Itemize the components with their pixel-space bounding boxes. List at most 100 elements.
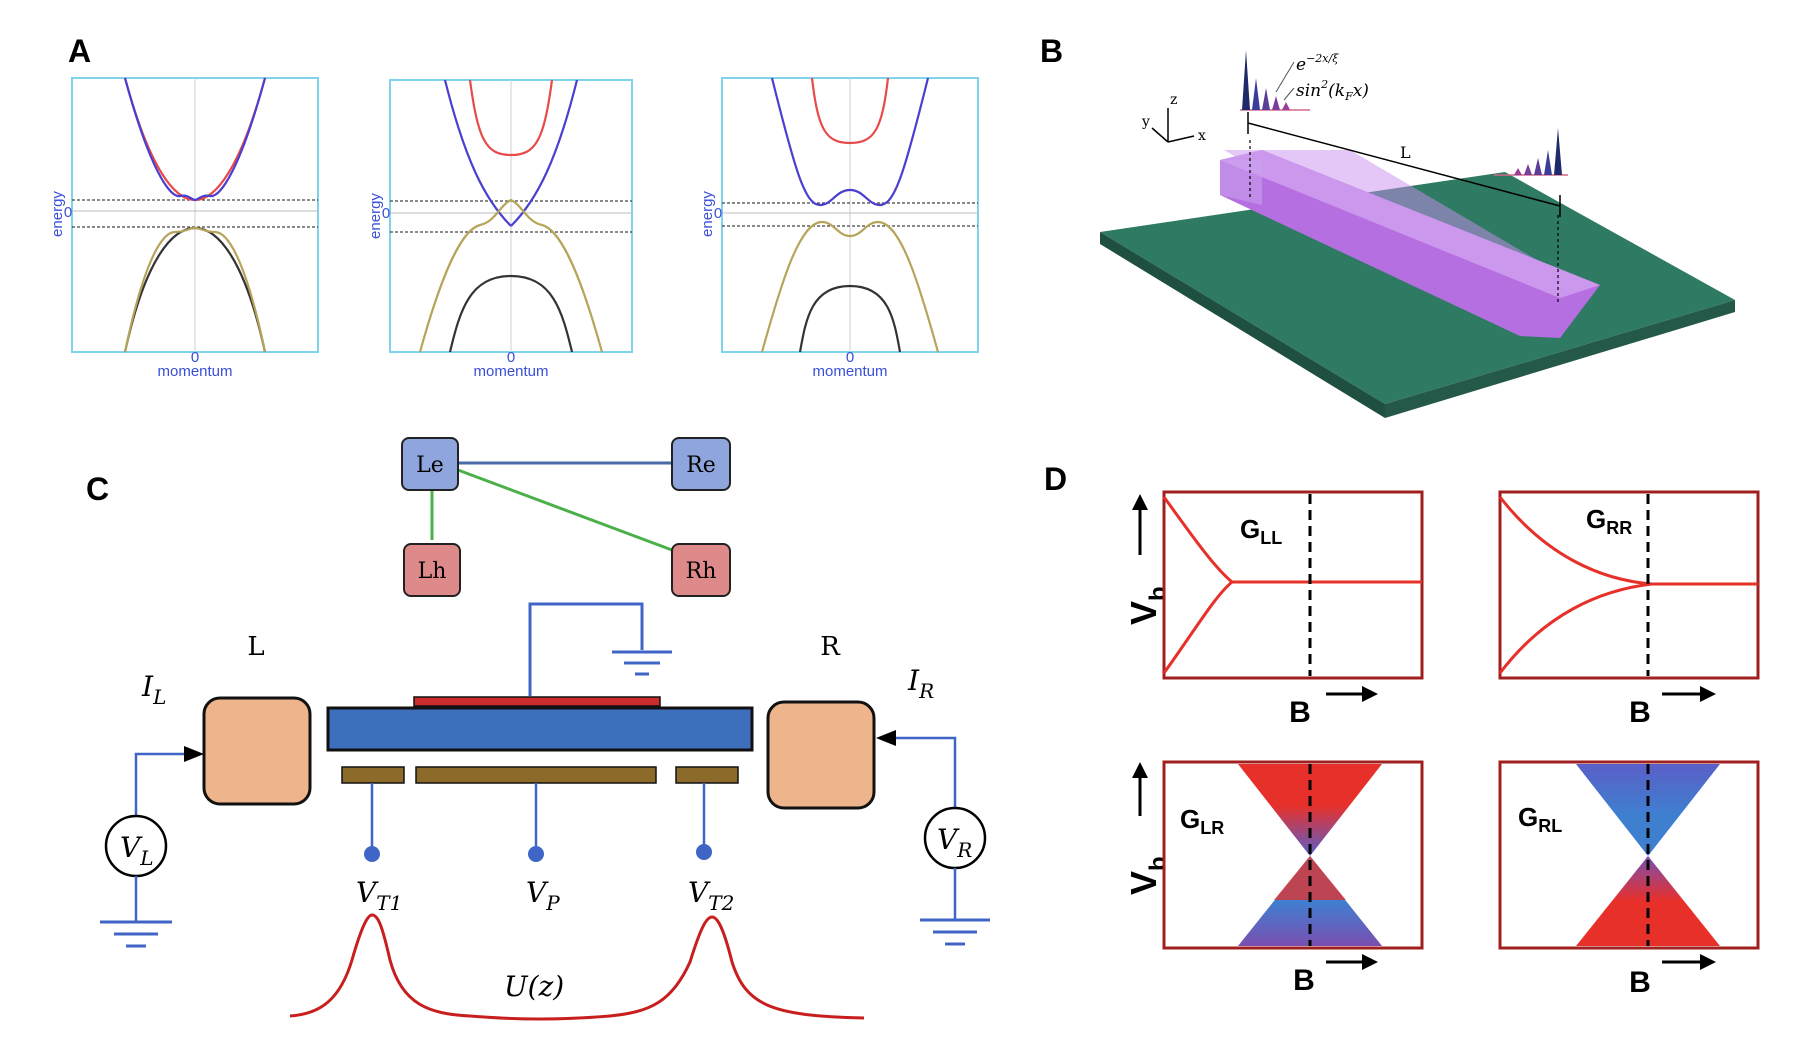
- panel-c-letter: C: [86, 471, 109, 507]
- coordinate-axes: [1151, 108, 1195, 143]
- gate-t2-label: VT2: [688, 876, 734, 915]
- superconducting-contact: [413, 696, 661, 707]
- lead-right-label: R: [820, 632, 841, 662]
- node-rh: [671, 543, 731, 597]
- b-arrow-head: [1362, 686, 1378, 702]
- substrate-side-right: [1385, 300, 1735, 418]
- upper-cone: [1238, 764, 1382, 856]
- b-axis-label: B: [1289, 696, 1311, 729]
- peak: [1534, 158, 1542, 175]
- energy-axis-label: energy: [699, 191, 716, 237]
- electron-band-red: [468, 79, 554, 157]
- peak: [1262, 88, 1270, 110]
- momentum-axis-label: momentum: [473, 363, 548, 380]
- node-lh-label: Lh: [418, 559, 447, 584]
- panel-d-letter: D: [1044, 461, 1067, 497]
- electron-band-red: [810, 77, 890, 145]
- gate-p-terminal: [528, 846, 544, 862]
- energy-zero-tick: 0: [714, 205, 722, 222]
- source-left-label: VL: [120, 831, 154, 870]
- plot-frame: [1162, 490, 1424, 680]
- gate-t2: [675, 766, 739, 784]
- hole-band-dark: [798, 284, 902, 353]
- edge-le-rh: [457, 468, 673, 552]
- conductance-gll: GLL B: [1162, 490, 1424, 729]
- conductance-glr: GLR B: [1162, 760, 1424, 997]
- momentum-zero-tick: 0: [507, 349, 515, 366]
- zbp-curve-upper: [1498, 496, 1758, 586]
- hole-band-dark: [448, 274, 574, 353]
- node-le-label: Le: [416, 453, 444, 478]
- glr-label: GLR: [1180, 804, 1224, 838]
- b-axis-label: B: [1629, 696, 1651, 729]
- hole-band-gold: [123, 226, 267, 353]
- lead-right: [766, 700, 876, 810]
- energy-zero-tick: 0: [382, 205, 390, 222]
- gll-label: GLL: [1240, 514, 1282, 548]
- panel-c: C Le Re Lh Rh L R: [86, 437, 990, 1021]
- node-rh-label: Rh: [686, 559, 717, 584]
- peak: [1544, 150, 1552, 175]
- peak: [1282, 102, 1290, 110]
- peak: [1554, 128, 1562, 175]
- band-plot-1: momentum 0 energy 0: [49, 77, 319, 380]
- wavefunction-left: [1240, 50, 1310, 111]
- vb-arrow-head: [1132, 494, 1148, 510]
- band-plot-3: momentum 0 energy 0: [699, 77, 979, 380]
- gate-t2-terminal: [696, 844, 712, 860]
- potential-label: U(z): [504, 970, 564, 1003]
- left-circuit-wire: [134, 752, 188, 816]
- momentum-zero-tick: 0: [846, 349, 854, 366]
- peak: [1524, 164, 1532, 175]
- node-re: [671, 437, 731, 491]
- nanowire-end-face: [1220, 160, 1262, 205]
- current-right-arrow: [876, 730, 896, 746]
- node-re-label: Re: [686, 453, 716, 478]
- node-lh: [403, 543, 461, 597]
- potential-profile: [289, 913, 865, 1021]
- grr-label: GRR: [1586, 504, 1632, 538]
- gate-t1-terminal: [364, 846, 380, 862]
- axis-y-label: y: [1141, 114, 1150, 130]
- panel-b: B z x y: [1040, 33, 1735, 418]
- peak: [1242, 50, 1250, 110]
- wavefunction-right: [1494, 128, 1568, 176]
- momentum-axis-label: momentum: [157, 363, 232, 380]
- hole-band-gold: [760, 220, 940, 353]
- panel-b-letter: B: [1040, 33, 1063, 69]
- decay-formula: e−2x/ξ: [1296, 52, 1339, 75]
- vb-axis-label-top: Vb: [1123, 586, 1172, 625]
- formula-pointer: [1275, 61, 1295, 93]
- substrate-top: [1100, 172, 1735, 404]
- gate-t1-label: VT1: [356, 876, 402, 915]
- panel-a-letter: A: [68, 33, 91, 69]
- y-axis-line: [1151, 127, 1169, 143]
- b-arrow-head: [1362, 954, 1378, 970]
- nanowire-channel: [326, 706, 754, 752]
- b-axis-label: B: [1293, 964, 1315, 997]
- oscillation-formula: sin2(kFx): [1296, 78, 1369, 103]
- b-arrow-head: [1700, 954, 1716, 970]
- vb-arrow-head: [1132, 762, 1148, 778]
- substrate-side-front: [1100, 232, 1385, 418]
- energy-axis-label: energy: [367, 193, 384, 239]
- node-le: [401, 437, 459, 491]
- hole-band-gold: [418, 198, 604, 353]
- b-axis-label: B: [1629, 966, 1651, 999]
- gate-t1: [341, 766, 405, 784]
- electron-band-blue: [770, 77, 930, 207]
- upper-cone: [1576, 764, 1720, 856]
- b-arrow-head: [1700, 686, 1716, 702]
- gate-p-label: VP: [526, 876, 560, 915]
- grl-label: GRL: [1518, 802, 1562, 836]
- nanowire-top-face: [1220, 150, 1600, 298]
- length-line: [1247, 122, 1561, 207]
- peak: [1252, 78, 1260, 110]
- x-axis-line: [1167, 135, 1195, 143]
- electron-band-blue: [443, 79, 579, 227]
- panel-a: A momentum 0 energy 0: [49, 33, 979, 380]
- current-left-arrow: [184, 746, 204, 762]
- conductance-grl: GRL B: [1498, 760, 1760, 999]
- zbp-curve-lower: [1162, 580, 1233, 674]
